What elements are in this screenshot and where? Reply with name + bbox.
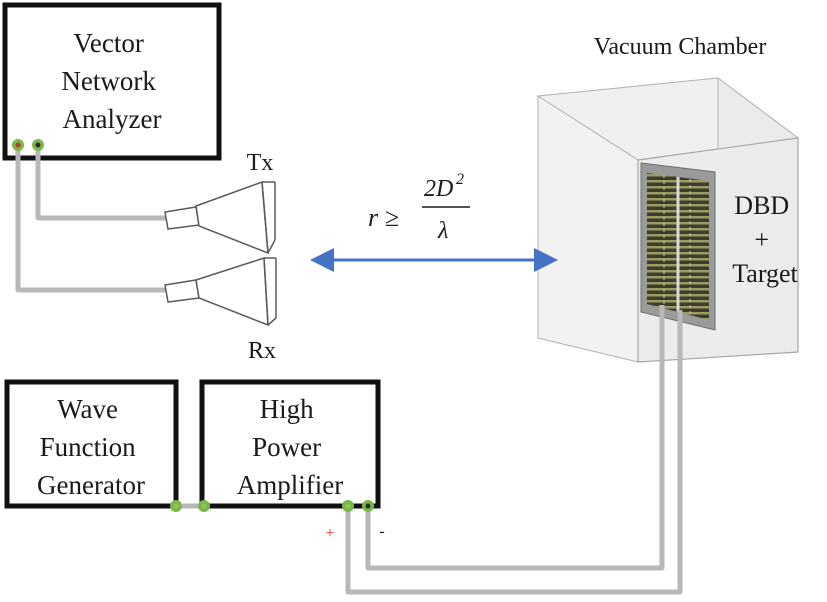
tx-cable — [35, 145, 170, 221]
hpa-positive-cable — [345, 310, 683, 595]
tx-horn-antenna — [164, 180, 276, 255]
vna-label: Vector Network Analyzer — [61, 28, 162, 134]
formula-lhs: r ≥ — [368, 203, 399, 232]
vna-box — [2, 2, 222, 161]
dbd-target-label: DBD + Target — [732, 191, 798, 288]
formula-exponent: 2 — [456, 171, 464, 188]
rx-cable — [15, 145, 168, 293]
negative-polarity-label: - — [379, 523, 384, 540]
formula-denominator: λ — [437, 218, 448, 244]
far-field-formula: r ≥ 2D 2 λ — [368, 171, 470, 244]
positive-polarity-label: + — [325, 525, 334, 542]
rx-horn-antenna — [164, 256, 277, 327]
hpa-box — [199, 379, 381, 509]
hpa-negative-connector — [362, 500, 374, 512]
hpa-positive-connector — [342, 500, 354, 512]
tx-label: Tx — [247, 150, 274, 176]
formula-numerator: 2D — [424, 176, 453, 202]
wfg-label: Wave Function Generator — [37, 394, 145, 500]
rx-label: Rx — [248, 338, 276, 364]
dbd-panel — [640, 162, 716, 331]
hpa-label: High Power Amplifier — [237, 394, 343, 500]
hpa-negative-cable — [365, 305, 665, 571]
chamber-title: Vacuum Chamber — [594, 34, 767, 60]
wfg-output-connector — [170, 500, 182, 512]
wfg-box — [4, 379, 179, 509]
hpa-input-connector — [198, 500, 210, 512]
vna-port-1-connector — [12, 139, 24, 151]
vna-port-2-connector — [32, 139, 44, 151]
